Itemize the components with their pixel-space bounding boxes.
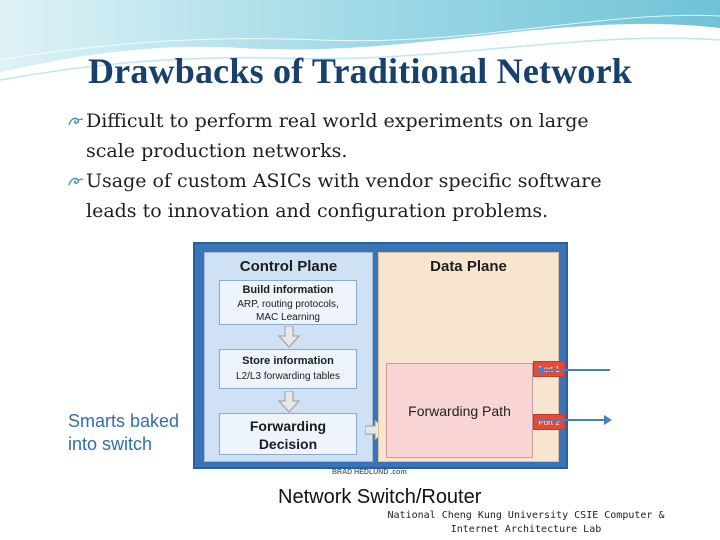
data-plane-panel: Data Plane Forwarding Path [378,252,559,462]
port-2-label: Port 2 [533,414,565,430]
footer-lab-credit: National Cheng Kung University CSIE Comp… [340,509,712,537]
bullet-list: Difficult to perform real world experime… [68,106,668,226]
store-line1: L2/L3 forwarding tables [236,371,340,382]
switch-frame: Control Plane Build information ARP, rou… [193,242,568,469]
smarts-label: Smarts baked into switch [68,410,198,456]
control-plane-title: Control Plane [239,258,338,275]
decision-line1: Forwarding [249,418,327,434]
arrow-down-icon [277,391,301,413]
store-information-box: Store information L2/L3 forwarding table… [219,349,357,389]
bullet-text: Usage of custom ASICs with vendor specif… [86,170,602,192]
data-plane-title: Data Plane [430,258,507,275]
port-arrows [536,365,612,425]
control-plane-panel: Control Plane Build information ARP, rou… [204,252,373,462]
network-switch-diagram: Smarts baked into switch Control Plane B… [68,240,614,512]
bullet-text-continued: leads to innovation and configuration pr… [86,200,549,222]
build-information-box: Build information ARP, routing protocols… [219,280,357,325]
arrow-down-icon [277,326,301,348]
build-line2: MAC Learning [256,312,320,323]
header-wave-decoration [0,0,720,85]
decision-line2: Decision [258,436,318,452]
diagram-caption: Network Switch/Router [278,486,482,508]
store-title: Store information [242,355,334,367]
forwarding-decision-box: Forwarding Decision [219,413,357,455]
forwarding-path-box: Forwarding Path [386,363,533,458]
smarts-label-line2: into switch [68,434,153,454]
footer-line1: National Cheng Kung University CSIE Comp… [387,510,665,521]
smarts-label-line1: Smarts baked [68,411,180,431]
slide-title: Drawbacks of Traditional Network [87,51,633,91]
curl-bullet-icon [68,177,84,186]
bullet-item: Usage of custom ASICs with vendor specif… [68,166,668,226]
build-line1: ARP, routing protocols, [237,299,339,310]
bullet-text: Difficult to perform real world experime… [86,110,589,132]
footer-line2: Internet Architecture Lab [450,524,602,535]
bullet-text-continued: scale production networks. [86,140,348,162]
curl-bullet-icon [68,117,84,126]
bullet-item: Difficult to perform real world experime… [68,106,668,166]
diagram-credit: BRAD HEDLUND .com [332,469,407,476]
build-title: Build information [242,284,334,296]
